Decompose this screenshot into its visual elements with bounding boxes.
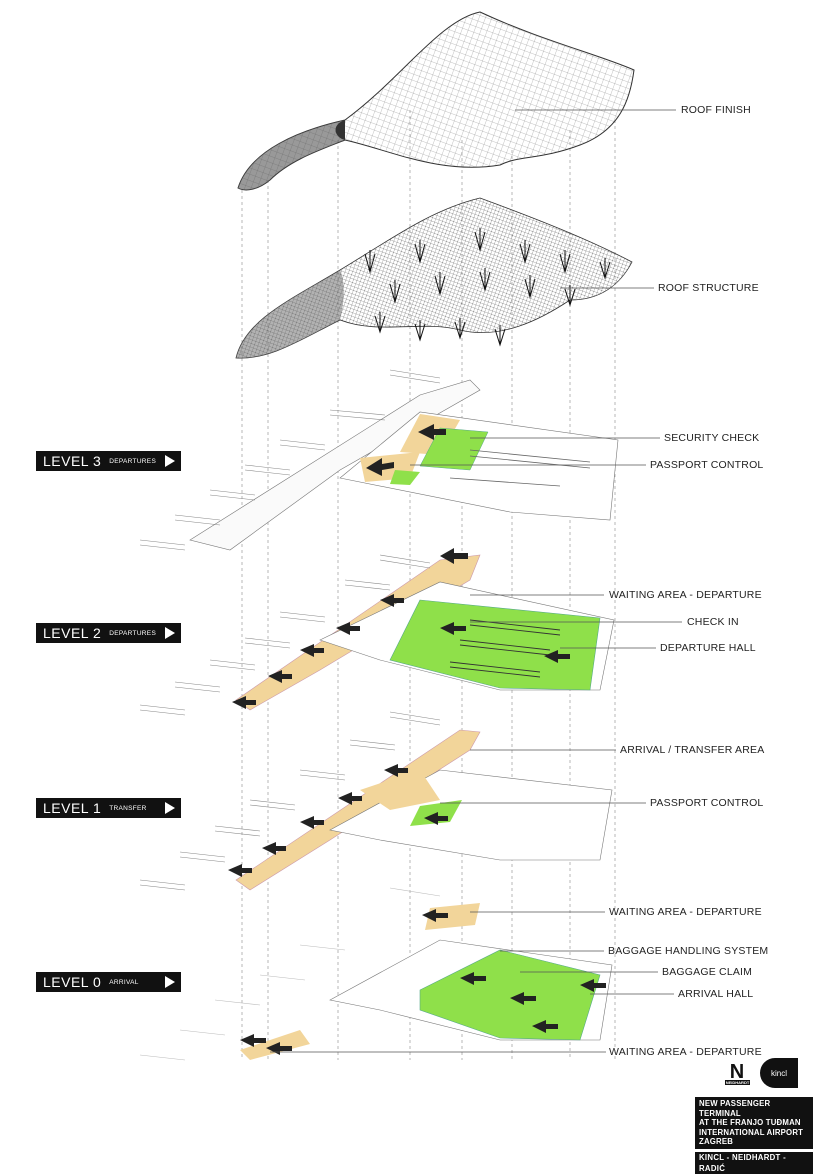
project-authors: KINCL - NEIDHARDT - RADIĆ bbox=[695, 1151, 813, 1174]
play-arrow-icon bbox=[165, 976, 175, 988]
neidhardt-logo-letter: N bbox=[730, 1061, 744, 1083]
level-1-subtitle: TRANSFER bbox=[109, 804, 147, 812]
project-title-line-1: NEW PASSENGER TERMINAL bbox=[699, 1099, 771, 1118]
neidhardt-logo-word: NEIDHARDT bbox=[726, 1080, 750, 1085]
level-3-plan bbox=[139, 369, 619, 551]
level-1-arrows bbox=[228, 764, 448, 877]
neidhardt-logo: N NEIDHARDT bbox=[725, 1061, 750, 1085]
level-1-tag: LEVEL 1 TRANSFER bbox=[36, 798, 181, 818]
project-title-line-2: AT THE FRANJO TUĐMAN bbox=[699, 1118, 801, 1127]
level-0-subtitle: ARRIVAL bbox=[109, 978, 139, 986]
label-departure-hall: DEPARTURE HALL bbox=[660, 642, 756, 654]
label-roof-finish: ROOF FINISH bbox=[681, 104, 751, 116]
level-0-arrows bbox=[240, 909, 606, 1055]
label-baggage-claim: BAGGAGE CLAIM bbox=[662, 966, 753, 978]
project-title: NEW PASSENGER TERMINAL AT THE FRANJO TUĐ… bbox=[695, 1097, 813, 1149]
level-3-title: LEVEL 3 bbox=[43, 453, 102, 469]
level-0-title: LEVEL 0 bbox=[43, 974, 102, 990]
project-title-line-3: INTERNATIONAL AIRPORT ZAGREB bbox=[699, 1127, 804, 1147]
play-arrow-icon bbox=[165, 455, 175, 467]
level-3-arrows bbox=[366, 424, 446, 476]
label-roof-structure: ROOF STRUCTURE bbox=[658, 282, 759, 294]
level-1-plan bbox=[139, 711, 613, 891]
label-arrival-transfer-area: ARRIVAL / TRANSFER AREA bbox=[620, 744, 765, 756]
label-baggage-handling-system: BAGGAGE HANDLING SYSTEM bbox=[608, 945, 769, 957]
label-arrival-hall: ARRIVAL HALL bbox=[678, 988, 754, 1000]
level-2-title: LEVEL 2 bbox=[43, 625, 102, 641]
title-block: NEW PASSENGER TERMINAL AT THE FRANJO TUĐ… bbox=[695, 1097, 813, 1174]
level-2-plan bbox=[139, 554, 615, 716]
level-2-arrows bbox=[232, 548, 570, 709]
roof-structure-shape bbox=[235, 197, 633, 359]
kincl-logo: kincl bbox=[760, 1058, 798, 1088]
level-2-tag: LEVEL 2 DEPARTURES bbox=[36, 623, 181, 643]
label-waiting-area-departure-l2: WAITING AREA - DEPARTURE bbox=[609, 589, 762, 601]
level-1-title: LEVEL 1 bbox=[43, 800, 102, 816]
roof-finish-shape bbox=[237, 11, 635, 191]
label-passport-control-l3: PASSPORT CONTROL bbox=[650, 459, 764, 471]
play-arrow-icon bbox=[165, 802, 175, 814]
leader-lines bbox=[270, 109, 682, 1053]
label-security-check: SECURITY CHECK bbox=[664, 432, 760, 444]
level-3-subtitle: DEPARTURES bbox=[109, 457, 157, 465]
label-waiting-area-departure-l0b: WAITING AREA - DEPARTURE bbox=[609, 1046, 762, 1058]
level-2-subtitle: DEPARTURES bbox=[109, 629, 157, 637]
label-check-in: CHECK IN bbox=[687, 616, 739, 628]
level-0-tag: LEVEL 0 ARRIVAL bbox=[36, 972, 181, 992]
label-passport-control-l1: PASSPORT CONTROL bbox=[650, 797, 764, 809]
level-0-plan bbox=[139, 887, 613, 1061]
play-arrow-icon bbox=[165, 627, 175, 639]
label-waiting-area-departure-l0a: WAITING AREA - DEPARTURE bbox=[609, 906, 762, 918]
level-3-tag: LEVEL 3 DEPARTURES bbox=[36, 451, 181, 471]
